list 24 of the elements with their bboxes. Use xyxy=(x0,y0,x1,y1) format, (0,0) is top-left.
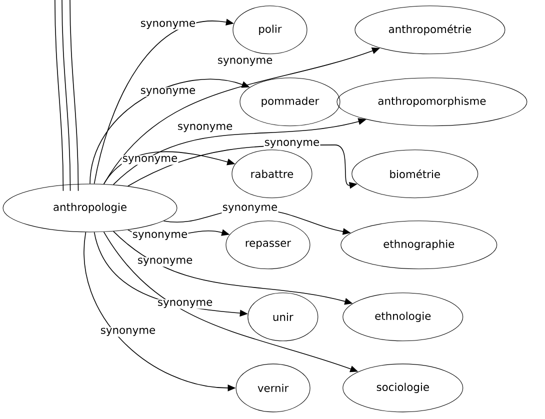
ellipse-node: polir xyxy=(232,6,308,54)
edge-label: synonyme xyxy=(140,20,196,30)
ellipse-node: anthropologie xyxy=(2,184,178,232)
ellipse-node: repasser xyxy=(226,220,310,270)
edge-label: synonyme xyxy=(222,204,278,214)
edge-label: synonyme xyxy=(216,57,274,67)
edge-label: synonyme xyxy=(140,87,196,97)
edge-label: synonyme xyxy=(122,155,178,165)
edge-label: synonyme xyxy=(136,257,194,267)
ellipse-node: vernir xyxy=(236,364,310,412)
ellipse-node: pommader xyxy=(240,78,340,126)
ellipse-node: rabattre xyxy=(232,150,312,198)
edge-label: synonyme xyxy=(156,299,214,309)
edge-label: synonyme xyxy=(100,327,156,337)
ellipse-node: anthropométrie xyxy=(354,6,506,54)
ellipse-node: ethnologie xyxy=(342,292,464,342)
ellipse-node: biométrie xyxy=(352,150,478,198)
edge-label: synonyme xyxy=(132,231,188,241)
ellipse-node: ethnographie xyxy=(340,220,498,270)
ellipse-node: anthropomorphisme xyxy=(336,78,528,126)
ellipse-node: sociologie xyxy=(342,364,464,412)
ellipse-node: unir xyxy=(248,292,318,342)
edge-label: synonyme xyxy=(264,139,320,149)
edge-label: synonyme xyxy=(176,123,234,133)
